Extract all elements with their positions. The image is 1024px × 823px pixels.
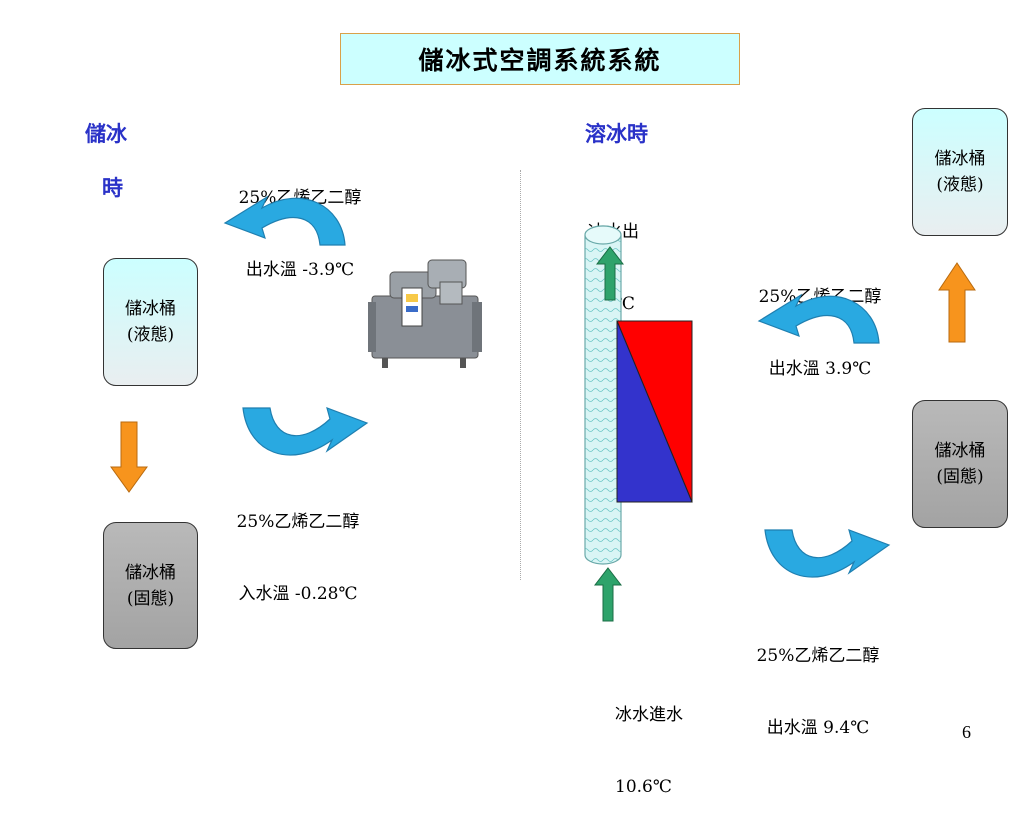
page-title: 儲冰式空調系統系統 (340, 33, 740, 85)
left-inlet-note: 25%乙烯乙二醇 入水溫 -0.28℃ (236, 512, 360, 604)
right-tank-solid: 儲冰桶 (固態) (912, 400, 1008, 528)
melt-mode-label: 溶冰時 (585, 121, 648, 146)
green-arrow-icon (593, 567, 623, 622)
curved-arrow-icon (223, 195, 346, 246)
chilled-water-in-note: 冰水進水 10.6℃ (615, 705, 683, 797)
orange-arrow-icon (938, 262, 976, 343)
storage-mode-label-line2: 時 (102, 175, 123, 200)
left-tank-liquid: 儲冰桶 (液態) (103, 258, 198, 386)
left-tank-solid: 儲冰桶 (固態) (103, 522, 198, 649)
orange-arrow-icon (110, 421, 148, 493)
right-return-note: 25%乙烯乙二醇 出水溫 9.4℃ (756, 646, 880, 738)
section-divider (520, 170, 521, 580)
chilled-water-pipe (584, 225, 622, 565)
curved-arrow-icon (757, 293, 880, 344)
curved-arrow-icon (764, 529, 891, 578)
chiller-icon (368, 259, 482, 368)
right-tank-liquid: 儲冰桶 (液態) (912, 108, 1008, 236)
heat-exchanger (616, 320, 693, 503)
storage-mode-label-line1: 儲冰 (85, 121, 127, 146)
curved-arrow-icon (242, 407, 369, 456)
page-number: 6 (962, 722, 971, 742)
green-arrow-icon (595, 246, 625, 301)
